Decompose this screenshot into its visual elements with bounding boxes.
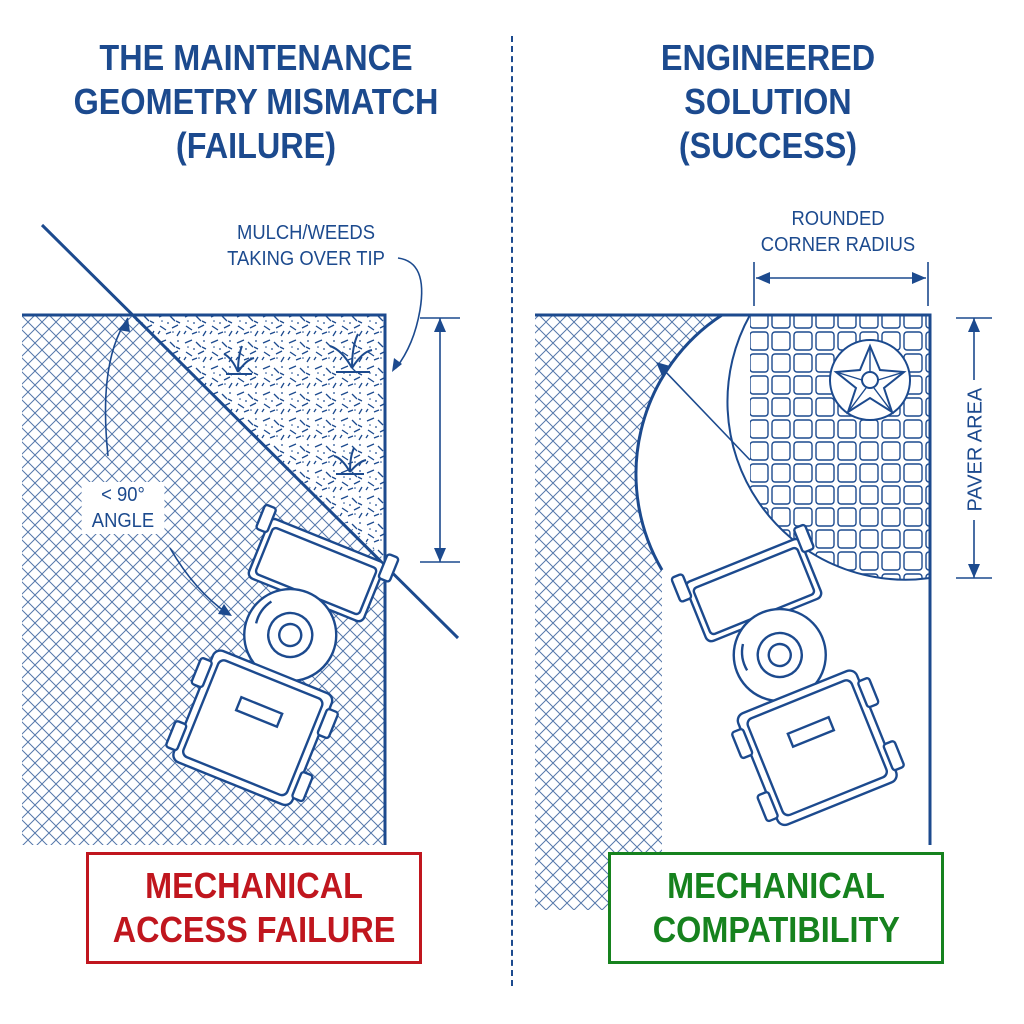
paver-area-label: PAVER AREA bbox=[964, 387, 987, 512]
failure-verdict-box: MECHANICAL ACCESS FAILURE bbox=[86, 852, 422, 964]
angle-note-line-2: ANGLE bbox=[91, 510, 155, 532]
success-verdict-line-1: MECHANICAL bbox=[667, 865, 885, 906]
success-title-line-2: SOLUTION bbox=[684, 81, 852, 122]
success-verdict-box: MECHANICAL COMPATIBILITY bbox=[608, 852, 944, 964]
failure-panel: THE MAINTENANCE GEOMETRY MISMATCH (FAILU… bbox=[26, 36, 487, 964]
bed-boundary bbox=[22, 313, 387, 845]
success-title: ENGINEERED SOLUTION (SUCCESS) bbox=[538, 36, 999, 168]
failure-title-line-2: GEOMETRY MISMATCH bbox=[73, 81, 439, 122]
failure-verdict-line-1: MECHANICAL bbox=[145, 865, 363, 906]
weed-note-line-2: TAKING OVER TIP bbox=[227, 248, 385, 270]
lawn-mower-icon bbox=[165, 503, 400, 807]
weed-icon bbox=[223, 333, 373, 475]
failure-title-line-1: THE MAINTENANCE bbox=[99, 37, 413, 78]
panel-divider bbox=[511, 36, 513, 986]
paver-edge-arc bbox=[726, 314, 931, 581]
failure-title: THE MAINTENANCE GEOMETRY MISMATCH (FAILU… bbox=[26, 36, 487, 168]
success-title-line-1: ENGINEERED bbox=[660, 37, 876, 78]
weed-note-line-1: MULCH/WEEDS bbox=[236, 222, 375, 244]
weed-callout-arrow bbox=[395, 257, 423, 369]
radius-arrow bbox=[661, 367, 751, 461]
success-verdict-line-2: COMPATIBILITY bbox=[652, 909, 900, 950]
bed-boundary-right bbox=[535, 313, 932, 845]
weed-note: MULCH/WEEDS TAKING OVER TIP bbox=[205, 220, 407, 272]
success-title-line-3: (SUCCESS) bbox=[678, 125, 858, 166]
radius-note-line-1: ROUNDED bbox=[791, 208, 885, 230]
success-panel: ENGINEERED SOLUTION (SUCCESS) ROUNDED CO… bbox=[512, 0, 1024, 1024]
radius-dimension-line bbox=[753, 262, 929, 306]
failure-verdict-line-2: ACCESS FAILURE bbox=[112, 909, 396, 950]
rounded-corner-curve bbox=[634, 313, 723, 571]
angle-note-line-1: < 90° bbox=[101, 484, 145, 506]
radius-note-line-2: CORNER RADIUS bbox=[760, 234, 916, 256]
left-diagram bbox=[22, 223, 460, 845]
angle-note: < 90° ANGLE bbox=[81, 482, 165, 534]
flower-icon bbox=[829, 339, 911, 421]
radius-note: ROUNDED CORNER RADIUS bbox=[746, 206, 930, 258]
failure-title-line-3: (FAILURE) bbox=[175, 125, 337, 166]
lawn-mower-icon-right bbox=[670, 523, 905, 827]
